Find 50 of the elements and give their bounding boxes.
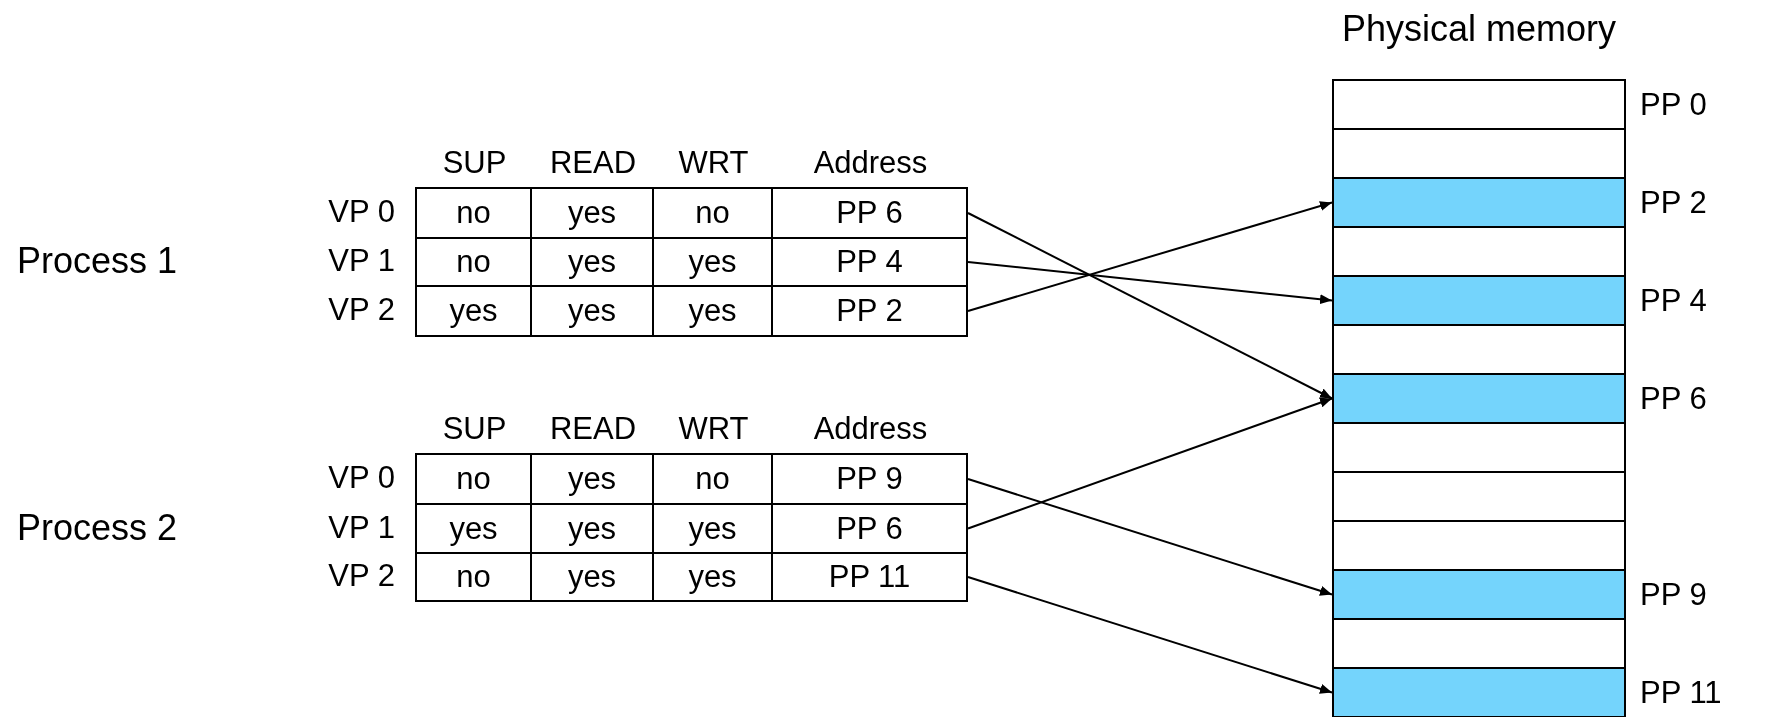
memory-slot bbox=[1332, 373, 1626, 424]
memory-slot bbox=[1332, 226, 1626, 277]
page-label: PP 2 bbox=[1640, 184, 1707, 221]
memory-slot bbox=[1332, 128, 1626, 179]
column-header: READ bbox=[549, 145, 637, 181]
memory-slot bbox=[1332, 520, 1626, 571]
memory-slot bbox=[1332, 471, 1626, 522]
arrow bbox=[967, 397, 1333, 530]
table-cell: no bbox=[415, 187, 532, 239]
memory-slot bbox=[1332, 324, 1626, 375]
column-header: SUP bbox=[442, 145, 507, 181]
row-label: VP 1 bbox=[328, 243, 395, 279]
process-label: Process 2 bbox=[17, 506, 178, 549]
column-header: WRT bbox=[678, 411, 749, 447]
page-label: PP 0 bbox=[1640, 86, 1707, 123]
column-title: Physical memory bbox=[1341, 8, 1617, 50]
column-header: Address bbox=[813, 145, 928, 181]
table-cell: yes bbox=[415, 285, 532, 337]
arrow bbox=[967, 261, 1333, 305]
row-label: VP 2 bbox=[328, 292, 395, 328]
memory-slot bbox=[1332, 422, 1626, 473]
process-label: Process 1 bbox=[17, 240, 178, 282]
address-cell: PP 6 bbox=[771, 187, 968, 239]
row-label: VP 2 bbox=[328, 558, 395, 594]
row-label: VP 0 bbox=[328, 194, 395, 230]
memory-slot bbox=[1332, 618, 1626, 669]
memory-slot bbox=[1332, 79, 1626, 130]
column-header: READ bbox=[549, 411, 637, 447]
page-label: PP 4 bbox=[1640, 282, 1707, 319]
memory-slot bbox=[1332, 177, 1626, 228]
page-label: PP 6 bbox=[1640, 380, 1707, 417]
table-cell: no bbox=[415, 453, 532, 505]
address-cell: PP 11 bbox=[771, 552, 968, 602]
column-header: SUP bbox=[442, 411, 507, 447]
page-label: PP 11 bbox=[1640, 674, 1722, 711]
memory-slot bbox=[1332, 667, 1626, 717]
column-header: Address bbox=[813, 411, 928, 447]
address-cell: PP 2 bbox=[771, 285, 968, 337]
page-label: PP 9 bbox=[1640, 576, 1707, 613]
memory-slot bbox=[1332, 275, 1626, 326]
arrow bbox=[967, 576, 1333, 694]
arrow bbox=[967, 201, 1333, 312]
arrow bbox=[967, 212, 1333, 400]
row-label: VP 1 bbox=[328, 509, 395, 546]
arrow bbox=[967, 478, 1333, 596]
memory-slot bbox=[1332, 569, 1626, 620]
table-cell: no bbox=[415, 552, 532, 602]
row-label: VP 0 bbox=[328, 460, 395, 496]
address-cell: PP 9 bbox=[771, 453, 968, 505]
column-header: WRT bbox=[678, 145, 749, 181]
